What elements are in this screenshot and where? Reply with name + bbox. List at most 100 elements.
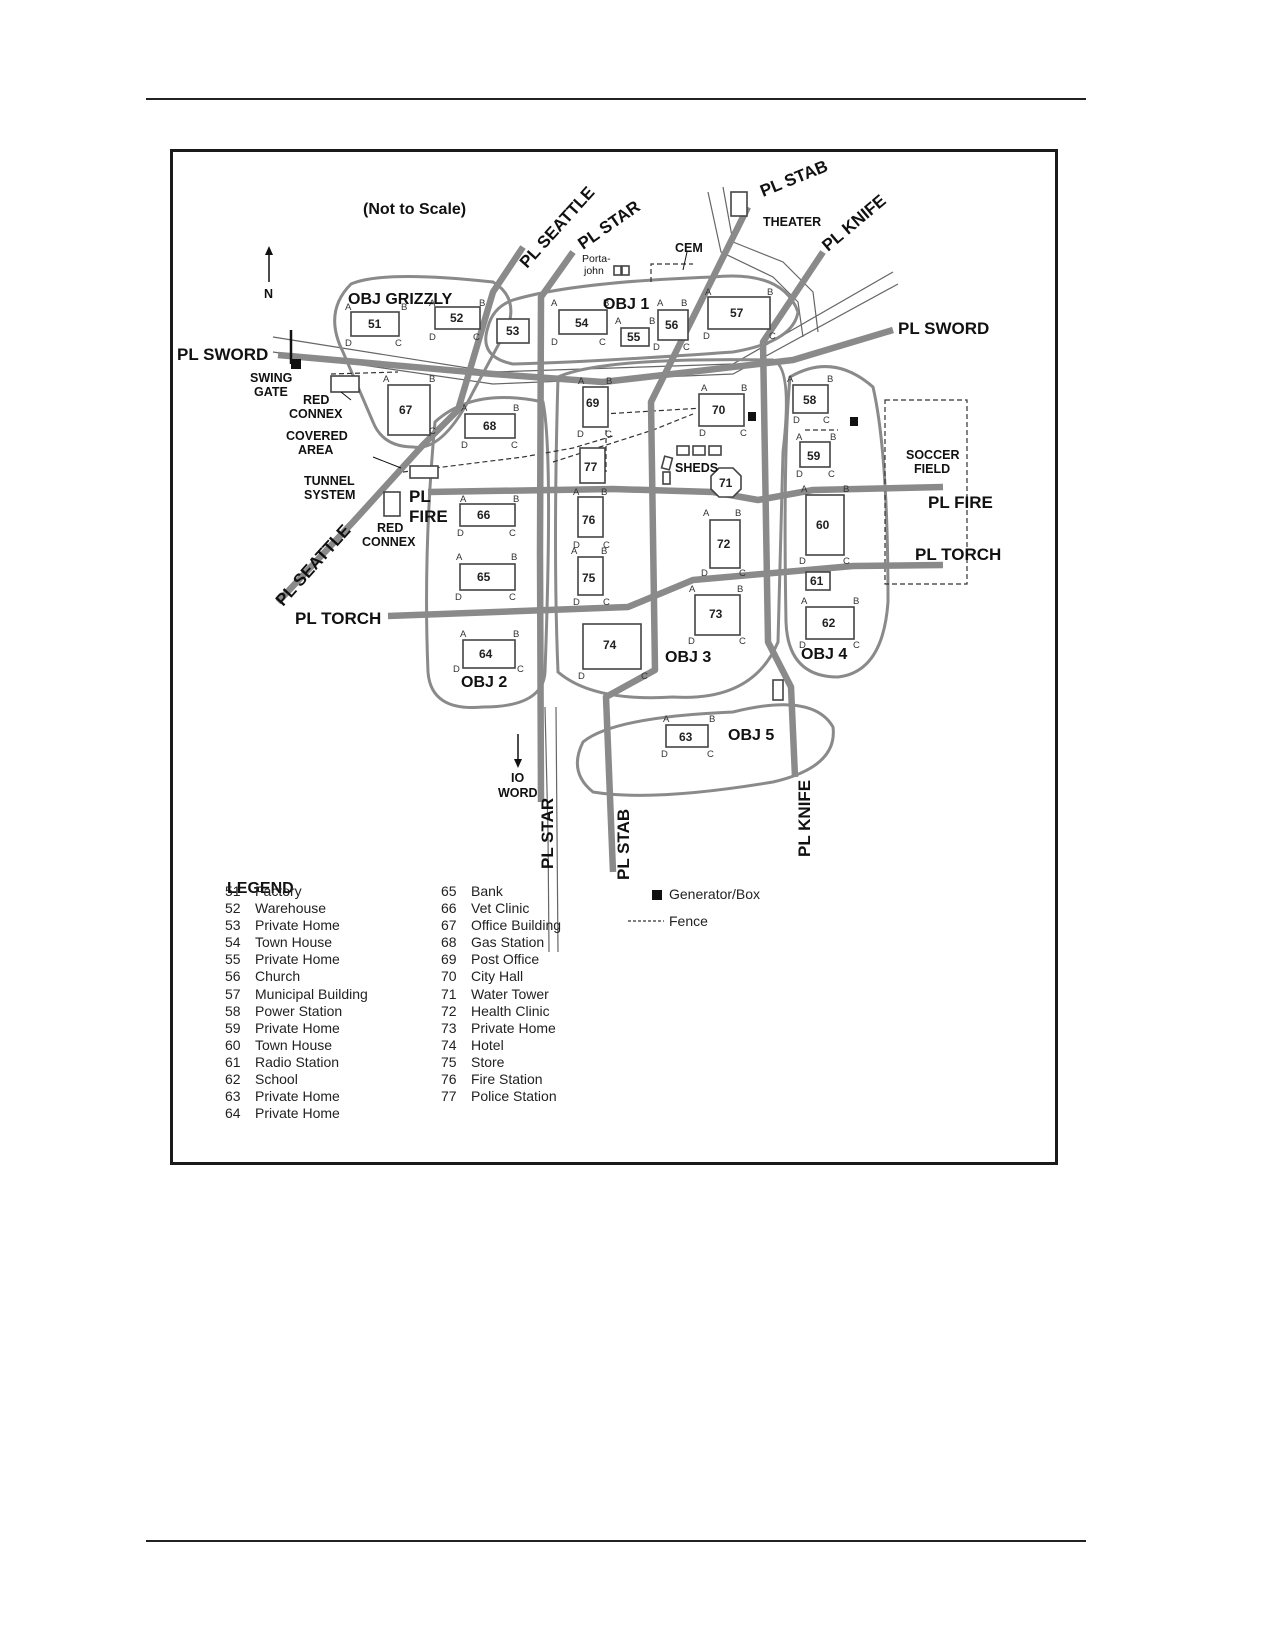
label-pl-knife-north: PL KNIFE [818, 191, 889, 255]
corner-d: D [461, 440, 468, 451]
porta-john-label: Porta- [582, 253, 611, 265]
corner-b: B [830, 432, 836, 443]
road-pl-seattle [275, 245, 526, 605]
road-pl-knife [759, 250, 826, 778]
corner-a: A [460, 494, 467, 505]
corner-a: A [578, 376, 585, 387]
road-pl-sword [277, 326, 894, 386]
corner-c: C [517, 664, 524, 675]
building-numbers: 51 52 53 54 55 56 57 58 59 60 61 62 63 6… [368, 306, 836, 744]
soccer-field-label: SOCCER [906, 448, 959, 462]
corner-d: D [429, 332, 436, 343]
buildings [265, 191, 858, 768]
corner-d: D [701, 568, 708, 579]
obj-1-label: OBJ 1 [603, 296, 649, 313]
legend-generator-icon [652, 890, 662, 900]
corner-c: C [473, 332, 480, 343]
corner-a: A [615, 316, 622, 327]
red-connex-north [330, 375, 360, 393]
corner-b: B [601, 546, 607, 557]
corner-b: B [681, 298, 687, 309]
number-58: 58 [803, 393, 817, 407]
building-72 [709, 519, 741, 569]
corner-c: C [707, 749, 714, 760]
corner-b: B [737, 584, 743, 595]
cem-pointer [682, 251, 688, 271]
red-connex-south-label-2: CONNEX [362, 535, 416, 549]
building-62 [805, 606, 855, 640]
corner-a: A [657, 298, 664, 309]
corner-d: D [551, 337, 558, 348]
background-lines [272, 186, 899, 953]
phase-line-roads [275, 205, 944, 873]
north-label: N [264, 287, 273, 301]
corner-a: A [689, 584, 696, 595]
building-61 [805, 571, 831, 591]
label-pl-sword-east: PL SWORD [898, 319, 989, 338]
corner-a: A [456, 552, 463, 563]
corner-d: D [688, 636, 695, 647]
corner-c: C [599, 337, 606, 348]
corner-b: B [601, 487, 607, 498]
number-57: 57 [730, 306, 744, 320]
corner-c: C [395, 338, 402, 349]
building-59 [799, 441, 831, 468]
red-connex-pointer [340, 391, 352, 401]
corner-c: C [603, 540, 610, 551]
corner-b: B [513, 629, 519, 640]
corner-b: B [513, 403, 519, 414]
objective-labels: OBJ GRIZZLY OBJ 1 OBJ 2 OBJ 3 OBJ 4 OBJ … [348, 291, 847, 744]
corner-c: C [605, 429, 612, 440]
corner-c: C [828, 469, 835, 480]
town-map: 51 52 53 54 55 56 57 58 59 60 61 62 63 6… [177, 156, 1001, 953]
legend-title: LEGEND [227, 880, 294, 897]
building-63 [665, 724, 709, 748]
corner-d: D [578, 671, 585, 682]
corner-d: D [345, 338, 352, 349]
corner-b: B [429, 374, 435, 385]
corner-a: A [705, 287, 712, 298]
building-66 [459, 503, 516, 527]
number-59: 59 [807, 449, 821, 463]
corner-b: B [741, 383, 747, 394]
corner-d: D [457, 528, 464, 539]
corner-b: B [511, 552, 517, 563]
feature-labels: (Not to Scale) N THEATER CEM Porta- john… [250, 201, 959, 800]
building-55 [620, 327, 650, 347]
generator-box-2 [748, 412, 756, 421]
corner-c: C [429, 426, 436, 437]
corner-a: A [551, 298, 558, 309]
corner-a: A [787, 374, 794, 385]
corner-b: B [827, 374, 833, 385]
corner-a: A [429, 298, 436, 309]
swing-gate-label-2: GATE [254, 385, 288, 399]
corner-c: C [509, 528, 516, 539]
corner-b: B [401, 302, 407, 313]
corner-a: A [461, 403, 468, 414]
building-57 [707, 296, 771, 330]
theater-structure [730, 191, 748, 217]
corner-c: C [509, 592, 516, 603]
building-54 [558, 309, 608, 335]
shed-2 [692, 445, 706, 456]
obj-4-label: OBJ 4 [801, 646, 847, 663]
cem-label: CEM [675, 241, 703, 255]
io-word-label-2: WORD [498, 786, 538, 800]
obj-5-label: OBJ 5 [728, 727, 774, 744]
building-73 [694, 594, 741, 636]
building-51 [350, 311, 400, 337]
building-75 [577, 556, 604, 596]
corner-a: A [383, 374, 390, 385]
tunnel-system-label: TUNNEL [304, 474, 355, 488]
